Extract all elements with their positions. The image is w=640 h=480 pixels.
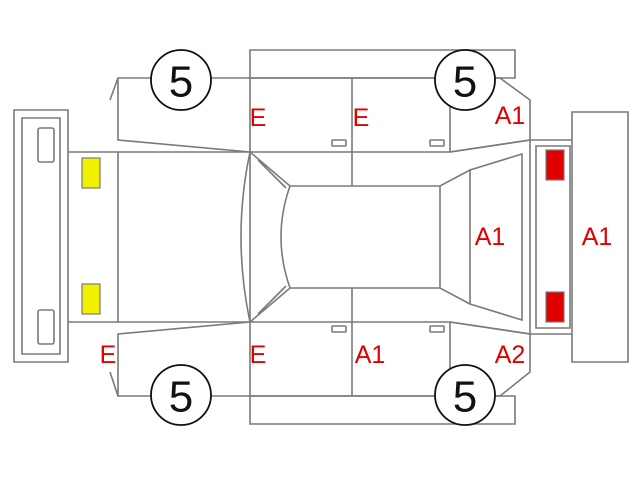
rear-lamp-marker-bottom xyxy=(545,291,565,323)
roof-cabin xyxy=(240,151,471,323)
trunk-panel xyxy=(449,139,531,335)
damage-code-rear-bumper: A1 xyxy=(582,223,613,251)
wheel-front-right: 5 xyxy=(434,49,496,111)
tire-value-front-left: 5 xyxy=(169,58,193,107)
tire-value-rear-left: 5 xyxy=(169,373,193,422)
wheel-rear-right: 5 xyxy=(434,364,496,426)
damage-code-bottom-front-door: E xyxy=(250,341,267,369)
damage-code-top-front-door: E xyxy=(250,104,267,132)
damage-code-trunk-lid: A1 xyxy=(475,223,506,251)
wheel-rear-left: 5 xyxy=(150,364,212,426)
damage-code-bottom-rear-fender: A2 xyxy=(495,341,526,369)
damage-code-bottom-front-bumper: E xyxy=(100,341,117,369)
hood-panel xyxy=(68,151,251,323)
front-lamp-marker-top xyxy=(81,157,101,189)
damage-code-top-rear-fender: A1 xyxy=(495,102,526,130)
rear-lamp-marker-top xyxy=(545,149,565,181)
tire-value-front-right: 5 xyxy=(453,58,477,107)
damage-code-bottom-rear-door: A1 xyxy=(355,341,386,369)
damage-code-top-rear-door: E xyxy=(353,104,370,132)
front-bumper xyxy=(13,109,69,363)
rear-bumper xyxy=(530,111,629,363)
wheel-front-left: 5 xyxy=(150,49,212,111)
tire-value-rear-right: 5 xyxy=(453,373,477,422)
car-side-bottom xyxy=(109,288,531,425)
front-lamp-marker-bottom xyxy=(81,283,101,315)
